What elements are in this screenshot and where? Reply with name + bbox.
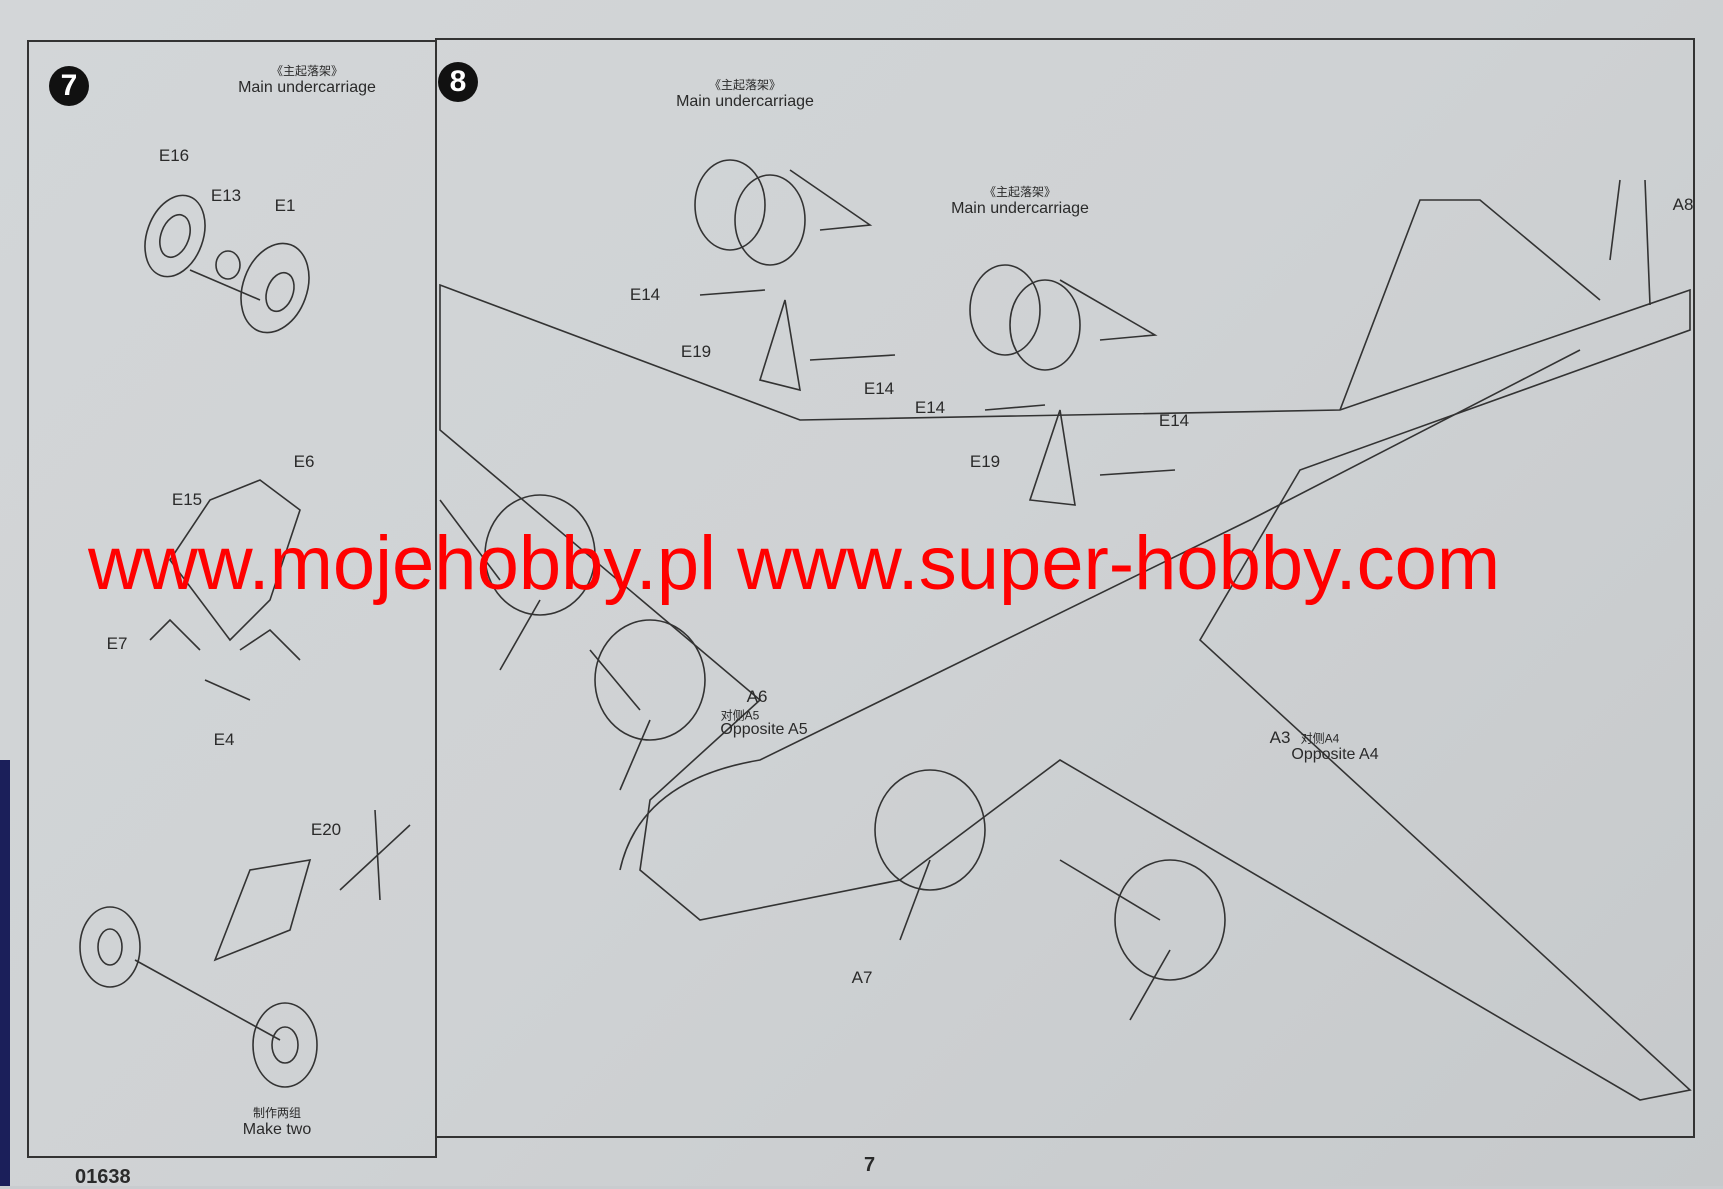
title-cn: 《主起落架》 [270,64,344,78]
part-label: A7 [851,968,873,987]
title-cn: 《主起落架》 [708,78,782,92]
part-label: E14 [914,398,946,417]
part-label: E1 [274,196,296,215]
note-cn: 对侧A5 [720,708,760,723]
part-label: E20 [310,820,342,839]
note-en: Opposite A4 [1291,746,1379,763]
part-label: E14 [863,379,895,398]
part-label: E15 [171,490,203,509]
subassembly-title: 《主起落架》 Main undercarriage [676,76,814,111]
note-en: Opposite A5 [720,721,808,738]
step7-title: 《主起落架》 Main undercarriage [238,62,376,97]
part-label: E19 [969,452,1001,471]
part-label: E16 [158,146,190,165]
part-label: E4 [213,730,235,749]
page-number: 7 [864,1154,876,1176]
title-en: Main undercarriage [951,200,1089,217]
step-number-badge: 7 [49,66,89,106]
part-label: E14 [629,285,661,304]
part-label: A8 [1672,195,1694,214]
document-code: 01638 [75,1166,131,1188]
watermark: www.mojehobby.pl www.super-hobby.com [88,521,1501,606]
part-label: E7 [106,634,128,653]
step-number-badge: 8 [438,62,478,102]
part-label: E14 [1158,411,1190,430]
title-en: Main undercarriage [238,79,376,96]
part-label: E13 [210,186,242,205]
part-label: E19 [680,342,712,361]
note-cn: 对侧A4 [1300,731,1340,746]
make-two-note: 制作两组 Make two [243,1104,311,1139]
page-edge [0,760,10,1186]
part-label: A3 [1269,728,1291,747]
step-8-panel: 8 [435,38,1695,1138]
part-label: E6 [293,452,315,471]
note-en: Make two [242,1121,312,1138]
note-cn: 制作两组 [252,1106,301,1120]
title-cn: 《主起落架》 [983,185,1057,199]
title-en: Main undercarriage [676,93,814,110]
part-label: A6 [746,687,768,706]
subassembly-title: 《主起落架》 Main undercarriage [951,183,1089,218]
